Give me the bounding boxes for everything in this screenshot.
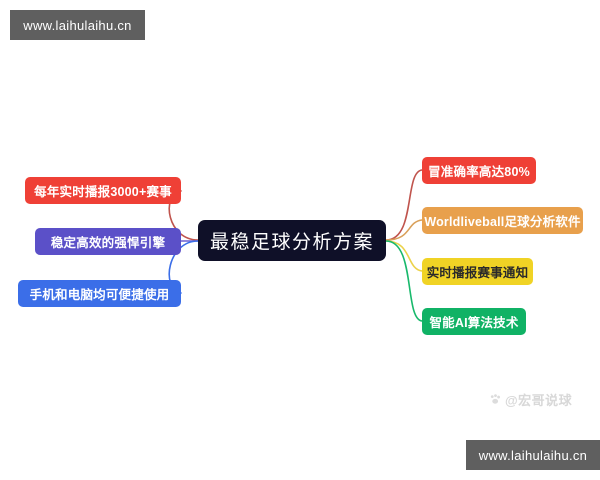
- connector-right-4: [385, 240, 423, 322]
- branch-node-right-3[interactable]: 实时播报赛事通知: [422, 258, 533, 285]
- branch-node-left-3-label: 手机和电脑均可便捷使用: [29, 288, 170, 302]
- branch-node-right-4[interactable]: 智能AI算法技术: [422, 308, 526, 335]
- connector-right-3: [385, 240, 423, 272]
- branch-node-left-3[interactable]: 手机和电脑均可便捷使用: [18, 280, 181, 307]
- branch-node-right-2-label: Worldliveball足球分析软件: [424, 215, 581, 229]
- faint-watermark: @宏哥说球: [489, 390, 572, 409]
- central-node[interactable]: 最稳足球分析方案: [198, 220, 386, 261]
- watermark-bottom-right-text: www.laihulaihu.cn: [478, 447, 588, 463]
- branch-node-left-2[interactable]: 稳定高效的强悍引擎: [35, 228, 181, 255]
- connector-right-1: [385, 169, 423, 241]
- branch-node-right-2[interactable]: Worldliveball足球分析软件: [422, 207, 583, 234]
- watermark-top-left: www.laihulaihu.cn: [10, 10, 145, 40]
- branch-node-left-1-label: 每年实时播报3000+赛事: [34, 185, 172, 199]
- connector-right-2: [385, 219, 423, 241]
- watermark-bottom-right: www.laihulaihu.cn: [466, 440, 600, 470]
- branch-node-right-4-label: 智能AI算法技术: [429, 316, 519, 330]
- central-node-label: 最稳足球分析方案: [209, 232, 374, 253]
- branch-node-left-1[interactable]: 每年实时播报3000+赛事: [25, 177, 181, 204]
- paw-icon: [489, 393, 502, 406]
- branch-node-right-1-label: 冒准确率高达80%: [428, 165, 530, 179]
- faint-watermark-text: @宏哥说球: [505, 393, 573, 408]
- branch-node-right-3-label: 实时播报赛事通知: [426, 266, 529, 280]
- branch-node-left-2-label: 稳定高效的强悍引擎: [50, 236, 166, 250]
- watermark-top-left-text: www.laihulaihu.cn: [23, 17, 132, 33]
- branch-node-right-1[interactable]: 冒准确率高达80%: [422, 157, 536, 184]
